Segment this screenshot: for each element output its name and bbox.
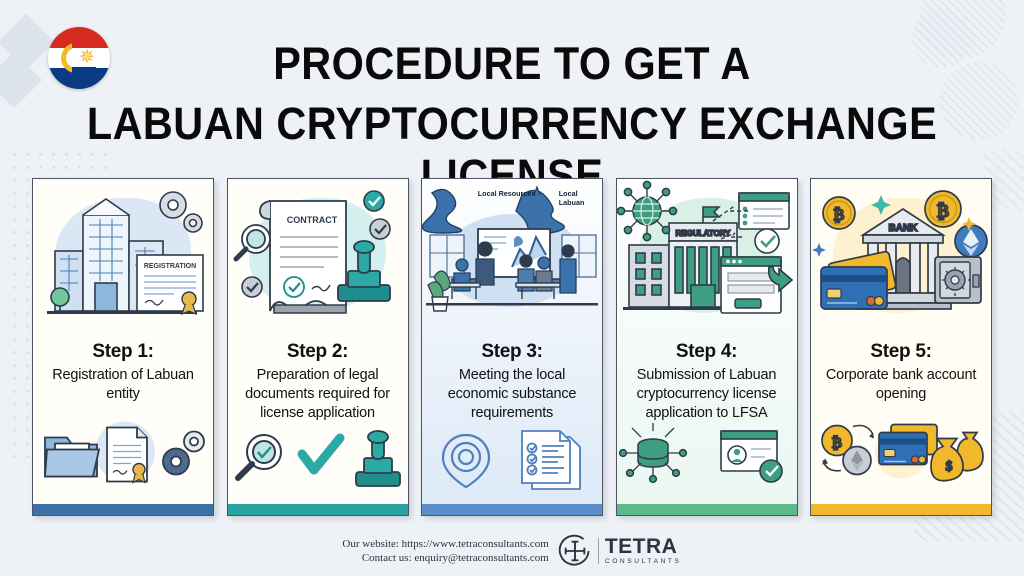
step-2-description: Preparation of legal documents required … — [245, 367, 390, 421]
step-card-5[interactable]: BANK ₿ ₿ — [810, 178, 992, 516]
step-2-footer-icons — [227, 423, 408, 515]
step-1-title: Step 1: — [92, 341, 154, 362]
svg-text:REGULATORY: REGULATORY — [675, 229, 731, 238]
page-title-line-1: PROCEDURE TO GET A — [273, 38, 751, 89]
step-4-accent-bar — [616, 504, 797, 515]
step-card-2[interactable]: CONTRACT — [226, 178, 409, 516]
step-card-4[interactable]: REGULATORY — [615, 178, 798, 516]
step-3-artwork: Local Resources Local Labuan — [422, 179, 602, 339]
labuan-flag-icon: ✵ — [48, 27, 110, 89]
decor-dot-grid-2 — [8, 268, 30, 463]
step-5-accent-bar — [811, 504, 991, 515]
tetra-circle-logo-icon — [558, 534, 590, 566]
step-4-description: Submission of Labuan cryptocurrency lice… — [636, 367, 777, 421]
step-3-title: Step 3: — [481, 341, 543, 362]
svg-text:₿: ₿ — [832, 436, 842, 452]
svg-text:₿: ₿ — [937, 201, 949, 221]
step-1-description: Registration of Labuan entity — [52, 367, 194, 402]
step-3-description: Meeting the local economic substance req… — [447, 367, 577, 421]
step-5-text: Step 5: Corporate bank account opening — [811, 339, 991, 404]
step-2-text: Step 2: Preparation of legal documents r… — [228, 339, 408, 423]
header: ✵ PROCEDURE TO GET A LABUAN CRYPTOCURREN… — [0, 0, 1024, 201]
map-label-local-resources: Local Resources — [477, 189, 536, 199]
step-3-accent-bar — [422, 504, 602, 515]
map-label-local-labuan: Local Labuan — [558, 189, 585, 207]
logo-tagline: CONSULTANTS — [604, 558, 682, 566]
svg-text:BANK: BANK — [889, 223, 919, 234]
step-5-artwork: BANK ₿ ₿ — [811, 179, 991, 339]
step-card-1[interactable]: REGISTRATION Step 1: Registration of Lab… — [32, 178, 214, 516]
step-1-accent-bar — [33, 504, 213, 515]
step-1-footer-icons — [33, 404, 213, 515]
step-card-3[interactable]: Local Resources Local Labuan Step 3: Mee… — [421, 178, 603, 516]
footer-contact-line[interactable]: Contact us: enquiry@tetraconsultants.com — [361, 552, 549, 564]
step-2-artwork: CONTRACT — [228, 179, 408, 339]
step-2-accent-bar — [227, 504, 408, 515]
step-4-footer-icons — [616, 423, 797, 515]
steps-container: REGISTRATION Step 1: Registration of Lab… — [32, 178, 992, 516]
logo-name: TETRA — [604, 535, 678, 559]
step-5-footer-icons: ₿ — [811, 404, 991, 515]
footer-contact-text: Our website: https://www.tetraconsultant… — [342, 537, 548, 565]
step-1-text: Step 1: Registration of Labuan entity — [33, 339, 213, 404]
step-4-artwork: REGULATORY — [616, 179, 797, 339]
step-5-description: Corporate bank account opening — [825, 367, 977, 402]
step-1-artwork: REGISTRATION — [33, 179, 213, 339]
step-3-text: Step 3: Meeting the local economic subst… — [422, 339, 602, 423]
footer-website-line[interactable]: Our website: https://www.tetraconsultant… — [342, 538, 549, 550]
step-3-footer-icons — [422, 423, 602, 515]
step-4-text: Step 4: Submission of Labuan cryptocurre… — [617, 339, 797, 423]
svg-text:REGISTRATION: REGISTRATION — [144, 263, 196, 270]
svg-text:$: $ — [946, 460, 953, 475]
step-4-title: Step 4: — [675, 341, 738, 362]
svg-text:CONTRACT: CONTRACT — [286, 215, 337, 225]
tetra-consultants-logo: TETRA CONSULTANTS — [558, 534, 682, 568]
logo-divider — [597, 538, 599, 564]
page-title-line-2: LABUAN CRYPTOCURRENCY EXCHANGE LICENSE — [86, 98, 938, 201]
step-2-title: Step 2: — [286, 341, 349, 362]
svg-text:₿: ₿ — [834, 206, 845, 224]
footer: Our website: https://www.tetraconsultant… — [0, 534, 1024, 568]
step-5-title: Step 5: — [870, 341, 932, 362]
